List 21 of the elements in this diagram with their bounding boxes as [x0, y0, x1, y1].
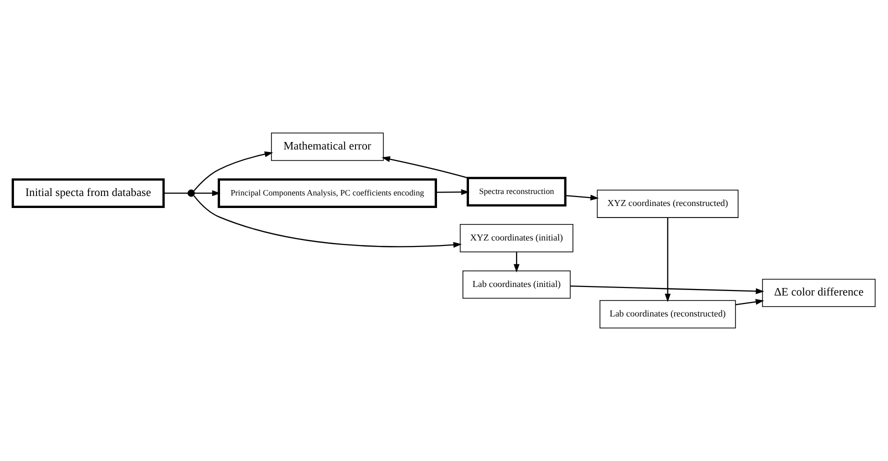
- arrow: [193, 195, 462, 248]
- connector: [164, 192, 188, 194]
- arrow: [436, 189, 470, 196]
- arrow: [194, 190, 221, 196]
- node-box: XYZ coordinates (reconstructed): [596, 190, 738, 218]
- arrow: [570, 285, 764, 294]
- node-box: ΔE color difference: [762, 278, 876, 308]
- arrow: [382, 156, 468, 178]
- node-box: Lab coordinates (initial): [462, 270, 571, 299]
- node-box: Lab coordinates (reconstructed): [600, 300, 736, 328]
- node-box: Initial specta from database: [12, 178, 165, 208]
- node-box: Principal Components Analysis, PC coefficients encoding: [218, 178, 438, 208]
- arrow: [565, 194, 599, 201]
- node-box: XYZ coordinates (initial): [460, 224, 574, 252]
- arrow: [514, 252, 520, 272]
- arrow: [194, 151, 274, 192]
- arrow: [664, 218, 671, 302]
- node-box: Spectra reconstruction: [466, 176, 566, 207]
- node-circle: [188, 190, 195, 197]
- node-box: Mathematical error: [271, 132, 384, 161]
- arrow: [736, 298, 764, 306]
